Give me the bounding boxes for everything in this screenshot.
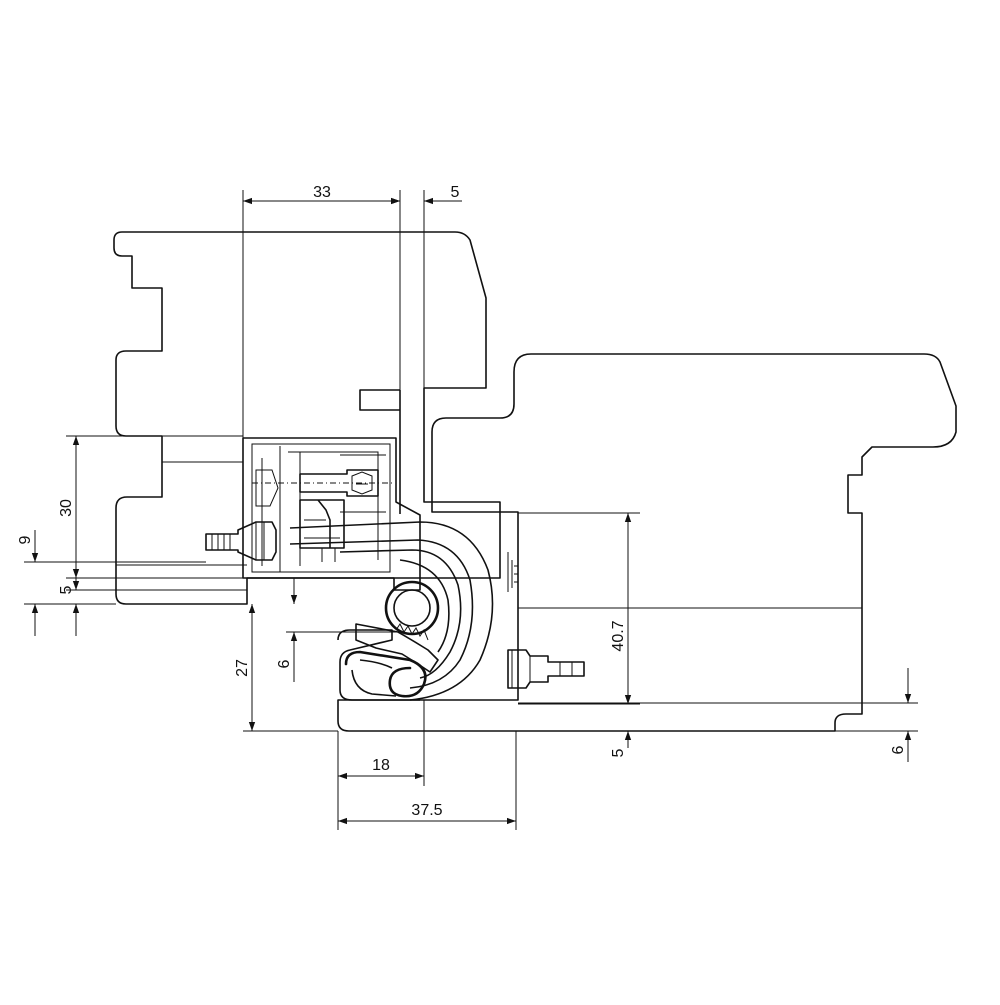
- dimension-6-right: 6: [890, 745, 907, 754]
- door-profile: [337, 353, 957, 732]
- dimension-33: 33: [313, 184, 331, 201]
- door-hinge-housing: [337, 629, 420, 701]
- door-hinge-spring-inner: [351, 659, 397, 697]
- dimension-18: 18: [372, 757, 390, 774]
- hinge-screw-hex: [351, 471, 373, 495]
- dimension-9: 9: [17, 535, 34, 544]
- fastener-block: [299, 499, 345, 549]
- dimension-5-left: 5: [58, 585, 75, 594]
- hinge-arm-outer: [289, 521, 494, 701]
- door-fastener-detail: [511, 650, 573, 688]
- dimension-5-right: 5: [610, 748, 627, 757]
- frame-hinge-body: [242, 437, 421, 591]
- hinge-cup: [355, 623, 439, 673]
- hinge-arm-second: [339, 549, 462, 679]
- dimension-6-left: 6: [276, 659, 293, 668]
- door-hinge-spring: [344, 650, 427, 698]
- adjust-screw-thread: [211, 522, 265, 560]
- hinge-cup-teeth: [395, 623, 429, 641]
- door-plate-slots: [514, 565, 518, 583]
- hinge-arm-inner: [289, 539, 474, 689]
- dimension-30: 30: [58, 499, 75, 517]
- adjust-screw: [205, 521, 277, 561]
- frame-lip: [359, 389, 400, 411]
- frame-hinge-inner: [251, 443, 391, 573]
- fastener-block-detail: [304, 519, 340, 562]
- dimension-5-top: 5: [451, 184, 460, 201]
- dimension-40-7: 40.7: [610, 620, 627, 651]
- hinge-knuckle-inner: [393, 589, 431, 627]
- dimension-37-5: 37.5: [411, 802, 442, 819]
- door-fastener: [507, 649, 585, 689]
- dimension-27: 27: [234, 659, 251, 677]
- hinge-arm-third: [399, 559, 450, 653]
- hinge-screw: [299, 469, 379, 497]
